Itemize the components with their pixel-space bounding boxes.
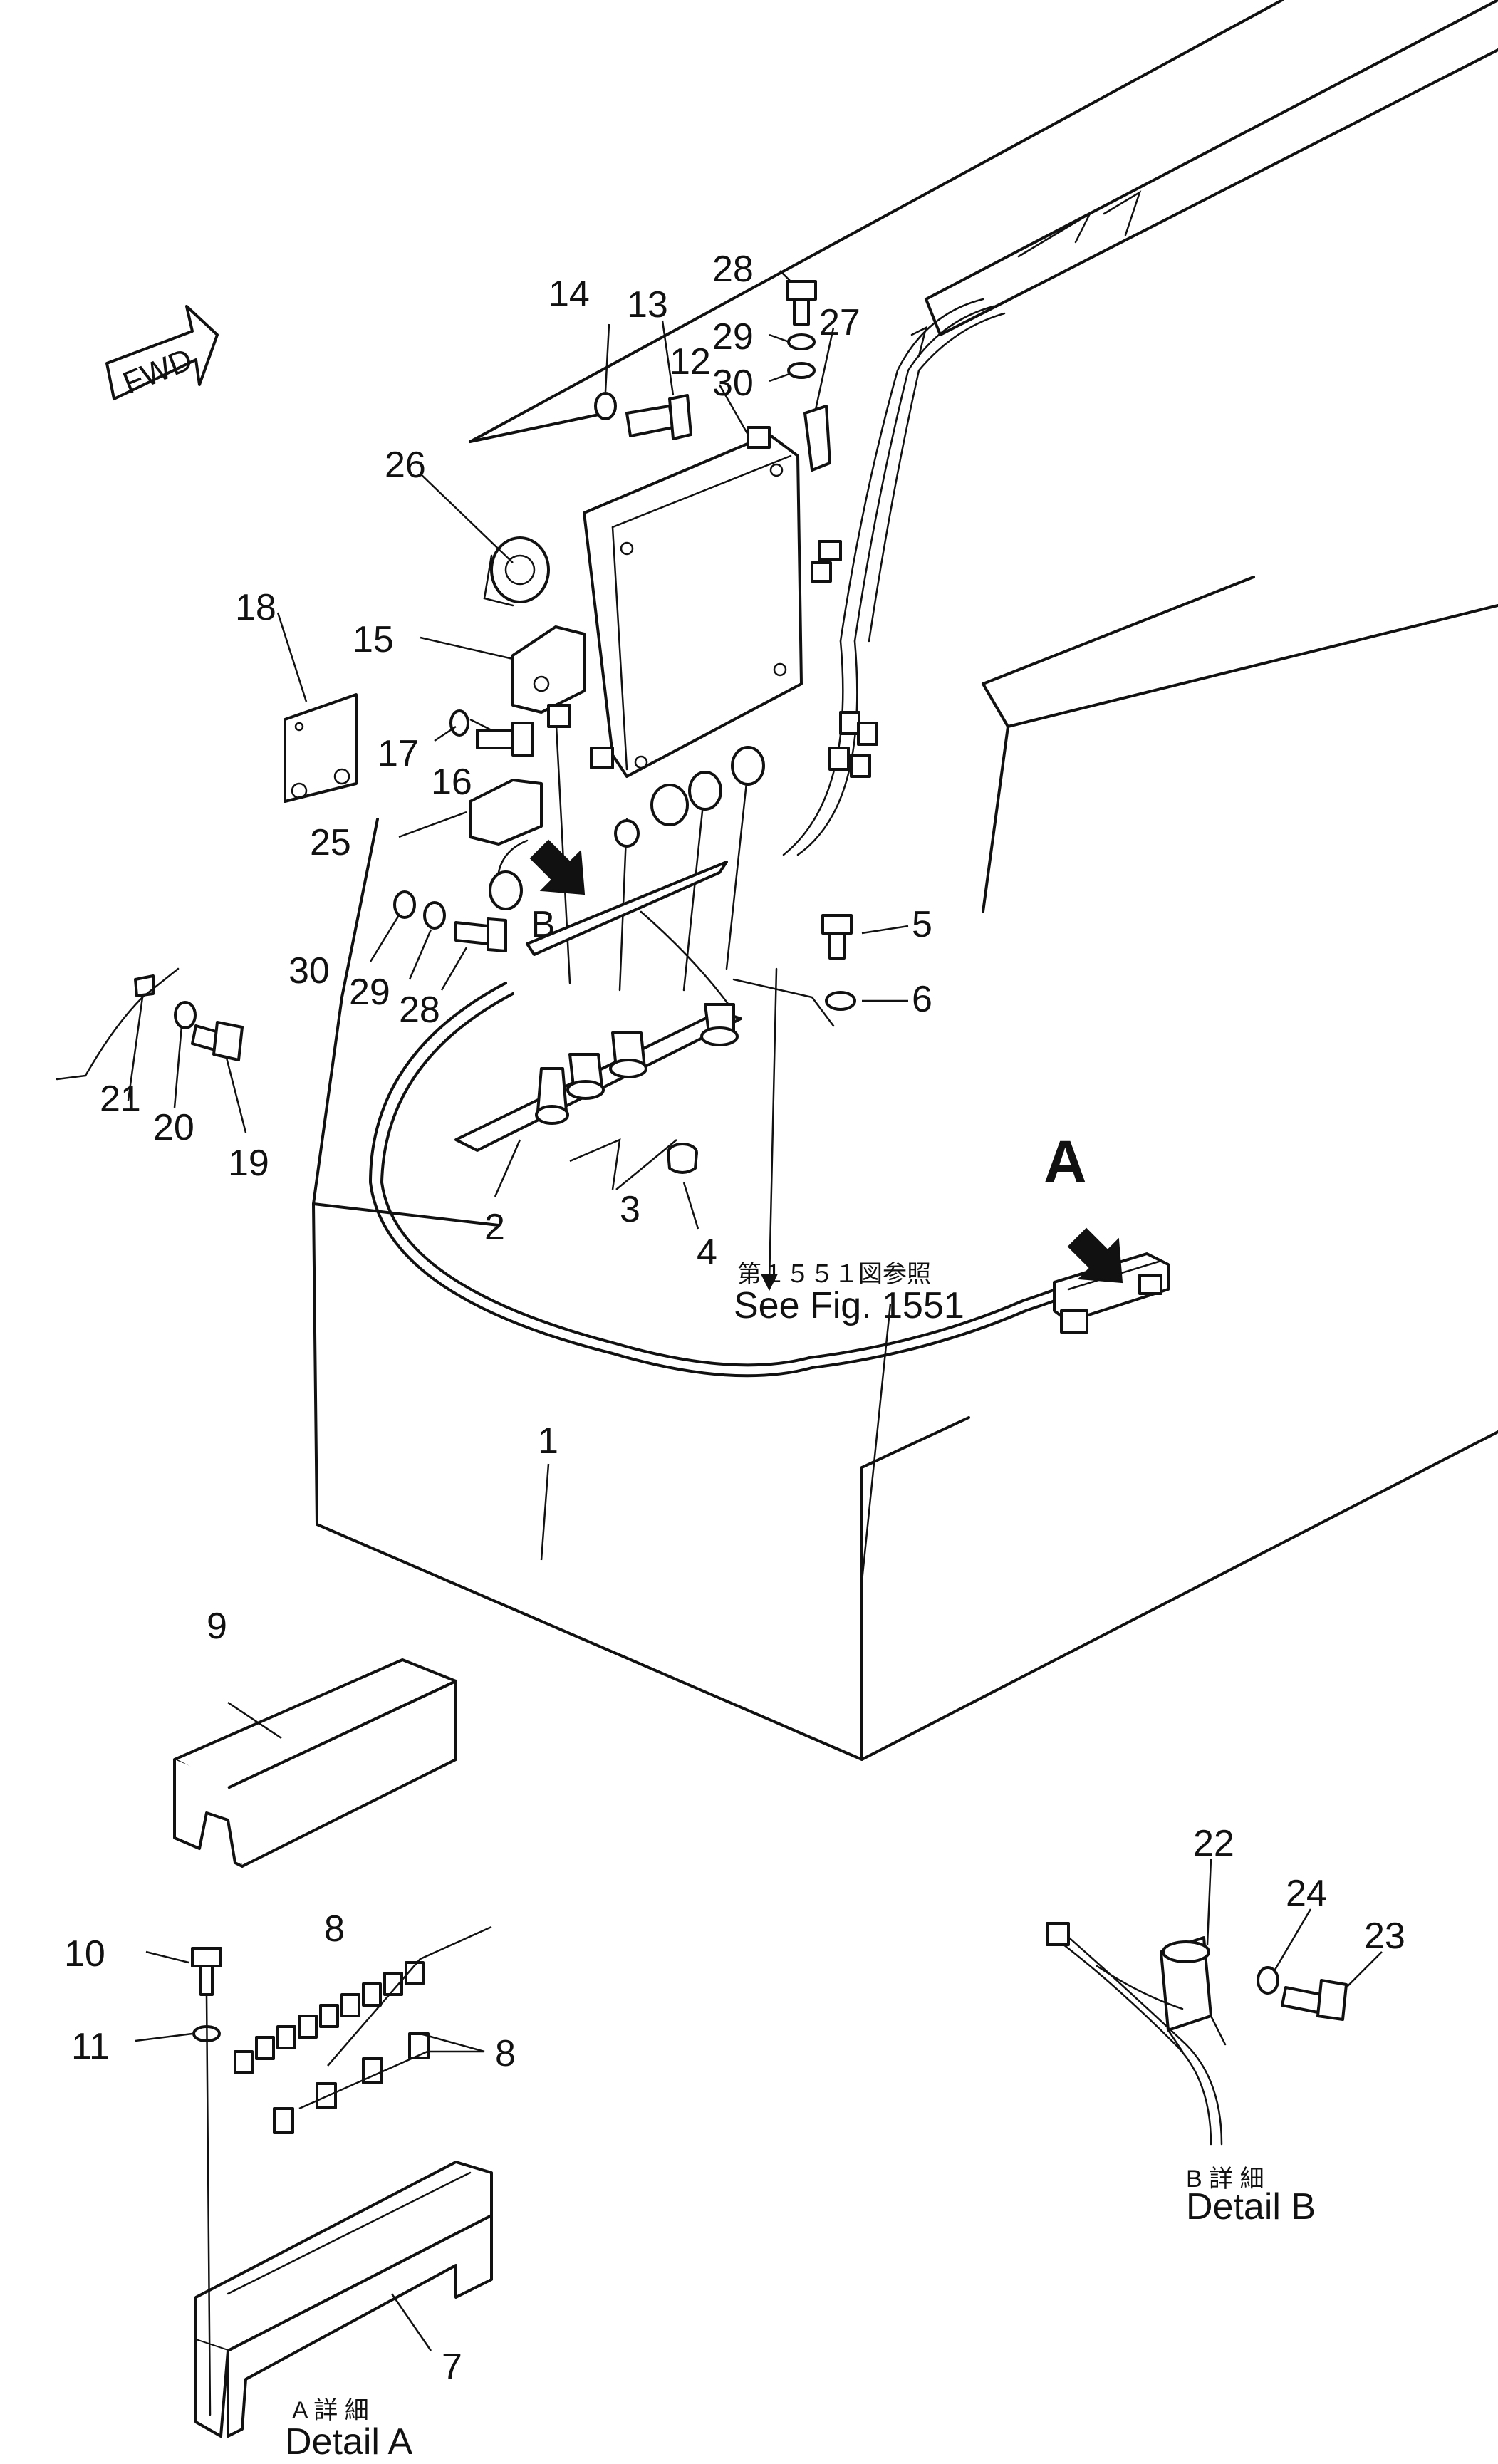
callout-17: 17 — [378, 733, 419, 774]
cover-9 — [173, 1658, 457, 1868]
callout-30-top: 30 — [712, 363, 754, 404]
connector-a — [1053, 1252, 1170, 1334]
fwd-label: FWD — [118, 342, 197, 401]
washer-6 — [825, 991, 856, 1011]
washer-30-mid — [393, 890, 416, 919]
callout-2: 2 — [484, 1207, 505, 1248]
callout-27: 27 — [819, 302, 860, 343]
bolt-28-top — [786, 280, 817, 326]
detail-a-caption: A 詳 細 Detail A — [285, 2397, 413, 2463]
callout-14: 14 — [548, 274, 590, 315]
see-fig-jp: 第１５５１図参照 — [737, 1261, 931, 1288]
relay-15 — [511, 625, 586, 714]
callout-1: 1 — [538, 1420, 558, 1462]
callout-3: 3 — [620, 1189, 640, 1230]
callout-29-mid: 29 — [349, 972, 390, 1013]
callout-20: 20 — [153, 1107, 194, 1148]
callout-28-top: 28 — [712, 249, 754, 290]
washer-20 — [174, 1001, 197, 1029]
callout-16: 16 — [431, 761, 472, 803]
callout-28-mid: 28 — [399, 989, 440, 1031]
leader-lines — [127, 270, 1383, 2351]
harness-connectors — [547, 540, 878, 778]
main-harness-1 — [369, 982, 1084, 1378]
fuses-8 — [234, 1961, 430, 2134]
callout-4: 4 — [697, 1232, 717, 1273]
callout-7: 7 — [442, 2346, 462, 2388]
washer-29-top — [787, 333, 816, 350]
bolt-13 — [625, 394, 692, 440]
callout-24: 24 — [1286, 1873, 1327, 1914]
plug-4 — [667, 1143, 698, 1174]
cable-bundle — [56, 298, 1141, 1298]
callout-12: 12 — [670, 341, 711, 383]
detail-b-caption: B 詳 細 Detail B — [1186, 2166, 1316, 2228]
callout-15: 15 — [353, 619, 394, 660]
switches-3 — [535, 1003, 739, 1125]
sensor-senders — [489, 746, 765, 910]
detail-b-en: Detail B — [1186, 2186, 1316, 2228]
callout-19: 19 — [228, 1143, 269, 1184]
fuse-box-7 — [194, 2161, 493, 2438]
detail-a-en: Detail A — [285, 2421, 413, 2463]
controller-box — [583, 426, 803, 778]
bolt-28-mid — [454, 917, 507, 952]
bolt-16 — [476, 722, 534, 757]
callout-8-top: 8 — [324, 1908, 345, 1950]
see-fig-note: 第１５５１図参照 See Fig. 1551 — [734, 967, 964, 1326]
callout-5: 5 — [912, 904, 932, 945]
callout-29-top: 29 — [712, 316, 754, 358]
callout-11: 11 — [71, 2026, 110, 2067]
callout-21: 21 — [100, 1078, 141, 1120]
screw-axis — [205, 1993, 212, 2416]
callout-23: 23 — [1364, 1915, 1405, 1957]
detail-a-marker: A — [1044, 1128, 1087, 1195]
bracket-panel — [732, 978, 835, 1027]
bracket-18 — [284, 693, 358, 803]
relay-25 — [469, 779, 543, 846]
callout-30-mid: 30 — [288, 950, 330, 992]
washer-14 — [594, 392, 617, 420]
washer-29-mid — [423, 901, 446, 930]
detail-b-pointer-icon: B — [529, 839, 586, 945]
detail-a-jp: A 詳 細 — [292, 2397, 369, 2424]
see-fig-en: See Fig. 1551 — [734, 1285, 964, 1326]
washer-30-top — [787, 362, 816, 379]
callout-10: 10 — [64, 1933, 105, 1975]
bracket-27 — [803, 405, 831, 472]
fwd-arrow-icon: FWD — [105, 305, 219, 401]
callout-25: 25 — [310, 822, 351, 863]
bolt-23 — [1281, 1979, 1348, 2021]
callout-6: 6 — [912, 979, 932, 1020]
switch-22 — [1160, 1936, 1227, 2053]
callout-8-side: 8 — [495, 2033, 516, 2074]
bolt-19 — [191, 1021, 244, 1061]
detail-b-marker: B — [531, 904, 556, 945]
buzzer-26 — [483, 536, 550, 607]
washer-24 — [1257, 1966, 1279, 1995]
callout-18: 18 — [235, 587, 276, 628]
detail-b-jp: B 詳 細 — [1186, 2166, 1264, 2193]
callout-9: 9 — [207, 1606, 227, 1647]
callout-13: 13 — [627, 284, 668, 326]
callout-22: 22 — [1193, 1823, 1234, 1864]
body-outline — [312, 0, 1498, 1761]
washer-17 — [449, 709, 469, 737]
clip-21 — [134, 974, 155, 997]
callout-26: 26 — [385, 445, 426, 486]
bolt-5 — [821, 914, 853, 960]
screw-10 — [191, 1947, 222, 1996]
detail-b-harness — [1046, 1922, 1223, 2146]
callout-numbers: 1 2 3 4 5 6 7 8 8 9 10 11 12 13 14 15 16… — [64, 249, 1405, 2388]
detail-a-pointer-icon: A — [1044, 1128, 1123, 1284]
